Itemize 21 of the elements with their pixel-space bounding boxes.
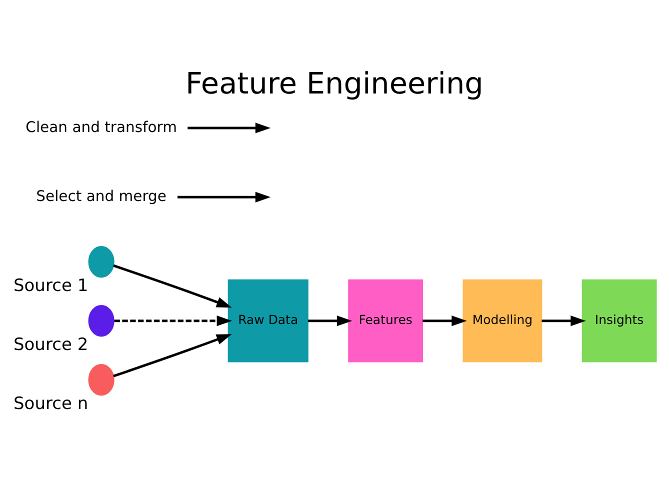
arrow — [178, 192, 271, 202]
node-box: Modelling — [462, 279, 542, 362]
arrow — [542, 316, 586, 326]
node-circle — [88, 364, 114, 396]
arrow — [188, 122, 271, 134]
arrow — [113, 264, 232, 308]
node-box: Features — [348, 279, 423, 362]
diagram-title: Feature Engineering — [186, 66, 484, 101]
node-box: Raw Data — [228, 279, 308, 362]
node-box: Insights — [582, 279, 657, 362]
node-circle — [88, 246, 114, 278]
arrow — [422, 316, 467, 326]
node-text: Clean and transform — [26, 118, 177, 136]
node-label: Source 2 — [13, 334, 88, 355]
arrow — [113, 334, 232, 378]
arrow — [114, 316, 232, 326]
node-label: Source 1 — [13, 276, 88, 296]
node-label: Source n — [14, 394, 88, 414]
arrow — [308, 316, 352, 326]
node-circle — [88, 304, 114, 337]
node-text: Select and merge — [36, 188, 166, 206]
